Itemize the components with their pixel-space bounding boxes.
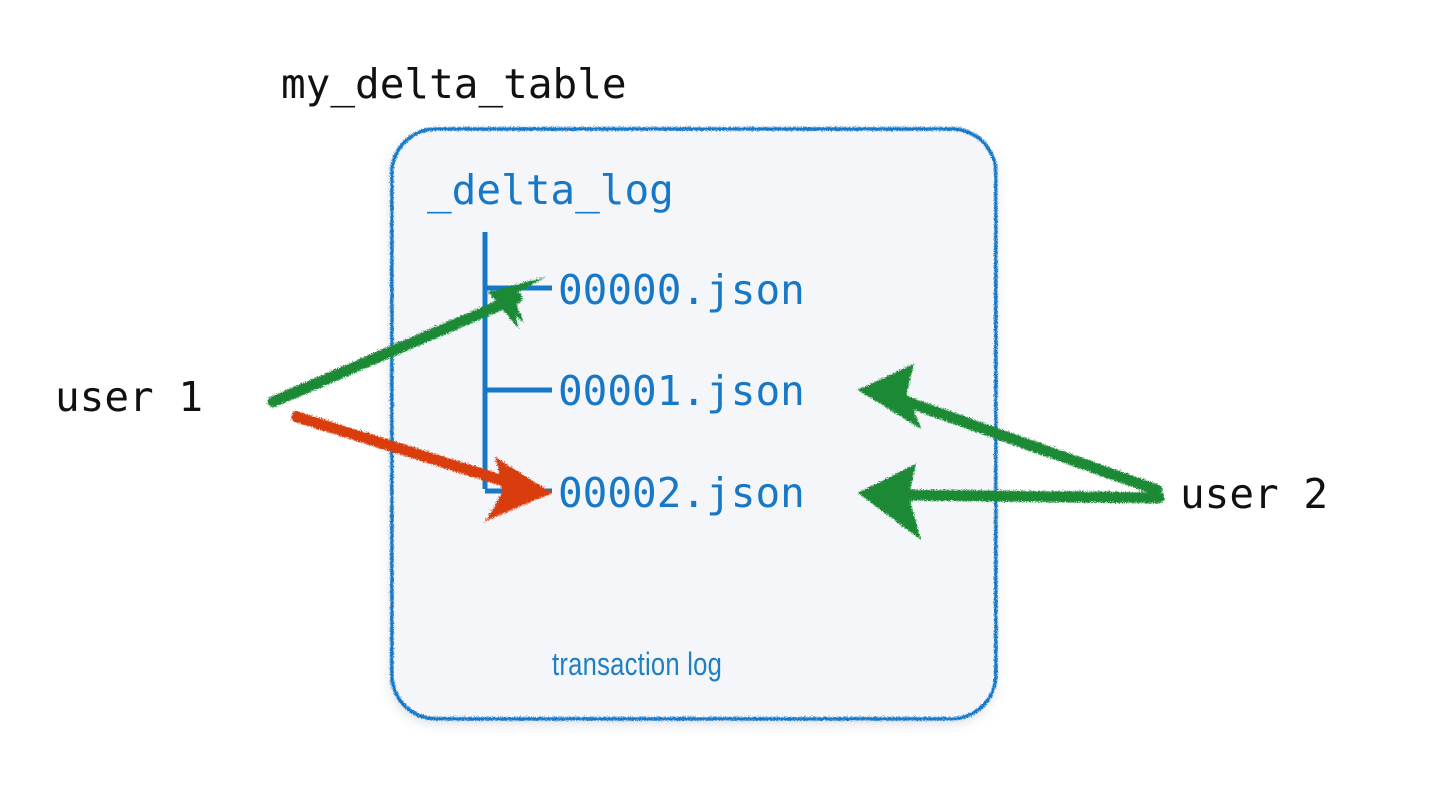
actor-user-1-label: user 1 [55,373,204,421]
arrow-user2-read-00001 [857,363,1162,495]
arrow-user1-write-00002 [290,410,551,521]
container-box-fill [391,128,995,718]
arrow-user2-read-00002 [857,463,1164,539]
actor-user-2-label: user 2 [1180,470,1329,518]
arrow-user1-read-00000 [266,276,545,407]
container-box-border [389,126,997,720]
transaction-log-caption: transaction log [552,646,723,682]
tree-item-00000-json: 00000.json [558,266,805,314]
page-title: my_delta_table [281,60,627,108]
tree-item-00001-json: 00001.json [558,367,805,415]
tree-item-00002-json: 00002.json [558,469,805,517]
delta-log-folder-label: _delta_log [427,166,674,214]
